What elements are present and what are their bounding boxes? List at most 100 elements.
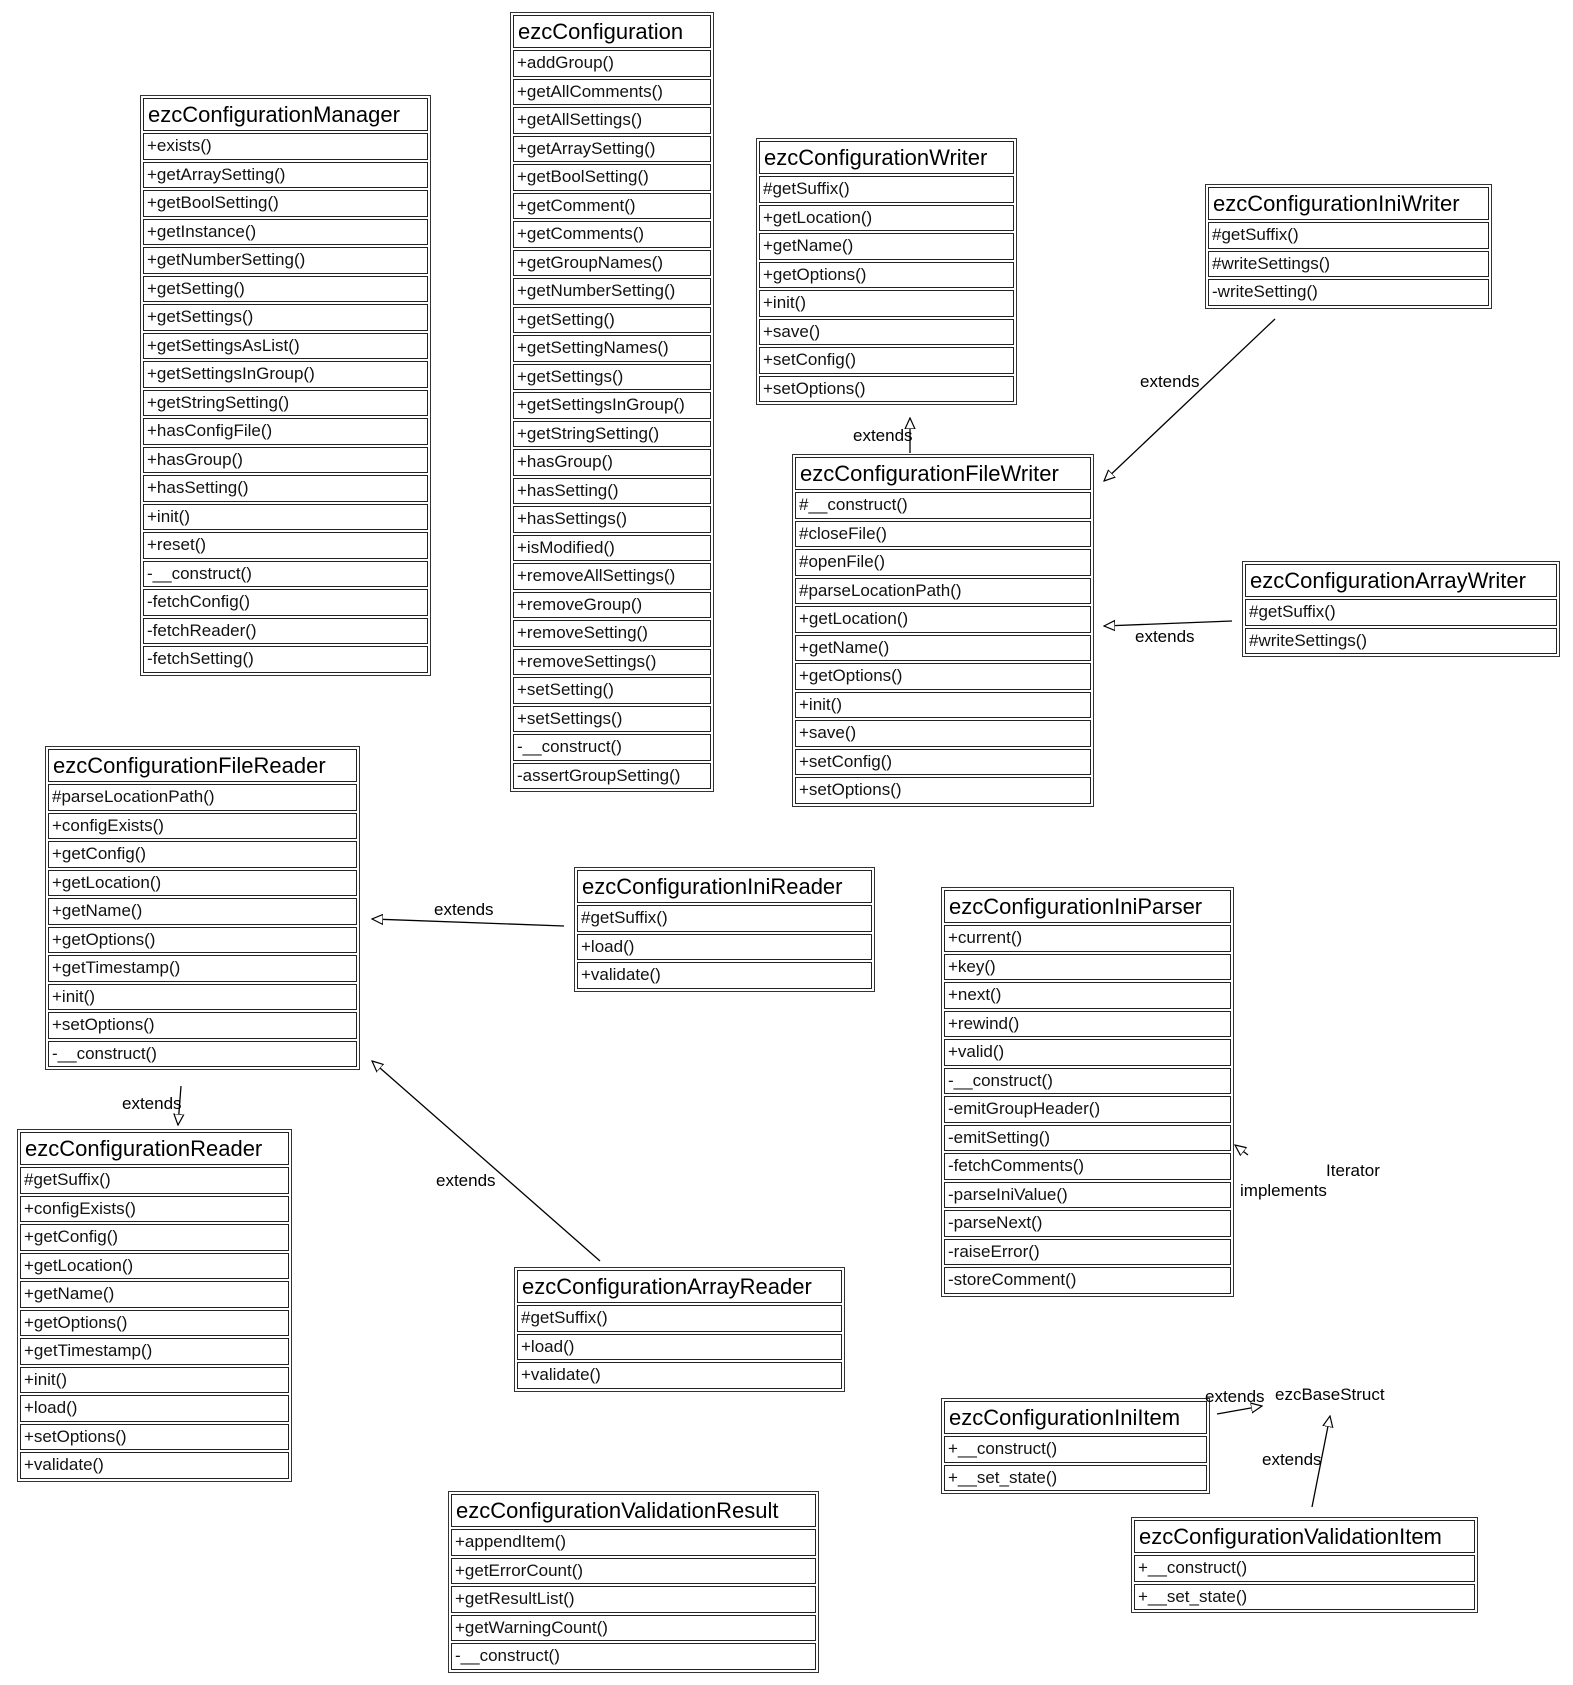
class-name: ezcConfigurationArrayReader bbox=[517, 1270, 842, 1303]
class-name: ezcConfigurationIniItem bbox=[944, 1401, 1207, 1434]
method: +setSettings() bbox=[513, 705, 711, 732]
method: +getSettingsInGroup() bbox=[143, 361, 428, 388]
relation-arrow bbox=[1311, 1416, 1330, 1508]
class-arraywriter: ezcConfigurationArrayWriter#getSuffix()#… bbox=[1242, 561, 1560, 657]
method: #getSuffix() bbox=[517, 1305, 842, 1332]
method: +getName() bbox=[759, 233, 1014, 260]
method: +isModified() bbox=[513, 534, 711, 561]
method: +getNumberSetting() bbox=[143, 247, 428, 274]
method: +hasGroup() bbox=[513, 449, 711, 476]
method: +getAllSettings() bbox=[513, 107, 711, 134]
class-validationitem: ezcConfigurationValidationItem+__constru… bbox=[1131, 1517, 1478, 1613]
class-name: ezcConfigurationArrayWriter bbox=[1245, 564, 1557, 597]
class-writer: ezcConfigurationWriter#getSuffix()+getLo… bbox=[756, 138, 1017, 405]
method: +getSettingsInGroup() bbox=[513, 392, 711, 419]
method: +getComments() bbox=[513, 221, 711, 248]
method: +getOptions() bbox=[759, 261, 1014, 288]
method: +getSettings() bbox=[513, 363, 711, 390]
class-manager: ezcConfigurationManager+exists()+getArra… bbox=[140, 95, 431, 676]
method: -emitGroupHeader() bbox=[944, 1096, 1231, 1123]
method: +getName() bbox=[48, 898, 357, 925]
method: +getResultList() bbox=[451, 1586, 816, 1613]
method: -__construct() bbox=[513, 734, 711, 761]
class-name: ezcConfigurationManager bbox=[143, 98, 428, 131]
method: +getBoolSetting() bbox=[143, 190, 428, 217]
method: +setOptions() bbox=[795, 777, 1091, 804]
relation-arrow bbox=[372, 919, 565, 927]
method: +__set_state() bbox=[944, 1464, 1207, 1491]
relation-label: extends bbox=[434, 900, 494, 919]
method: +load() bbox=[517, 1333, 842, 1360]
method: -parseIniValue() bbox=[944, 1181, 1231, 1208]
method: +validate() bbox=[577, 962, 872, 989]
class-name: ezcConfiguration bbox=[513, 15, 711, 48]
method: +getStringSetting() bbox=[513, 420, 711, 447]
method: +configExists() bbox=[48, 812, 357, 839]
method: +__construct() bbox=[1134, 1555, 1475, 1582]
relation-arrow bbox=[372, 1061, 601, 1262]
class-inititem: ezcConfigurationIniItem+__construct()+__… bbox=[941, 1398, 1210, 1494]
method: +exists() bbox=[143, 133, 428, 160]
relation-label: implements bbox=[1240, 1181, 1327, 1200]
method: +hasSetting() bbox=[143, 475, 428, 502]
method: #getSuffix() bbox=[20, 1167, 289, 1194]
method: #getSuffix() bbox=[577, 905, 872, 932]
method: -emitSetting() bbox=[944, 1124, 1231, 1151]
method: +getName() bbox=[795, 634, 1091, 661]
method: +init() bbox=[48, 983, 357, 1010]
method: +getInstance() bbox=[143, 218, 428, 245]
class-name: ezcConfigurationIniWriter bbox=[1208, 187, 1489, 220]
class-name: ezcConfigurationIniReader bbox=[577, 870, 872, 903]
relation-arrow bbox=[1104, 621, 1233, 626]
method: +getGroupNames() bbox=[513, 249, 711, 276]
relation-label: extends bbox=[1205, 1387, 1265, 1406]
method: #getSuffix() bbox=[759, 176, 1014, 203]
method: +removeSettings() bbox=[513, 648, 711, 675]
method: +getSettings() bbox=[143, 304, 428, 331]
method: +getLocation() bbox=[20, 1252, 289, 1279]
method: -fetchReader() bbox=[143, 617, 428, 644]
method: +getArraySetting() bbox=[513, 135, 711, 162]
method: +getAllComments() bbox=[513, 78, 711, 105]
method: +__construct() bbox=[944, 1436, 1207, 1463]
method: +setOptions() bbox=[20, 1423, 289, 1450]
method: -writeSetting() bbox=[1208, 279, 1489, 306]
method: +getOptions() bbox=[795, 663, 1091, 690]
method: +getName() bbox=[20, 1281, 289, 1308]
method: +removeAllSettings() bbox=[513, 563, 711, 590]
relation-label: extends bbox=[1140, 372, 1200, 391]
method: +setOptions() bbox=[759, 375, 1014, 402]
class-name: ezcConfigurationReader bbox=[20, 1132, 289, 1165]
method: -fetchSetting() bbox=[143, 646, 428, 673]
method: +reset() bbox=[143, 532, 428, 559]
method: +getSetting() bbox=[143, 275, 428, 302]
relation-label: extends bbox=[1135, 627, 1195, 646]
method: #writeSettings() bbox=[1245, 627, 1557, 654]
method: +setSetting() bbox=[513, 677, 711, 704]
method: +init() bbox=[759, 290, 1014, 317]
method: +getWarningCount() bbox=[451, 1614, 816, 1641]
method: -__construct() bbox=[451, 1643, 816, 1670]
method: +getLocation() bbox=[48, 869, 357, 896]
method: +getTimestamp() bbox=[48, 955, 357, 982]
class-arrayreader: ezcConfigurationArrayReader#getSuffix()+… bbox=[514, 1267, 845, 1392]
method: +getNumberSetting() bbox=[513, 278, 711, 305]
method: +hasConfigFile() bbox=[143, 418, 428, 445]
method: +appendItem() bbox=[451, 1529, 816, 1556]
method: +removeGroup() bbox=[513, 591, 711, 618]
method: +setOptions() bbox=[48, 1012, 357, 1039]
relation-label: extends bbox=[853, 426, 913, 445]
method: #__construct() bbox=[795, 492, 1091, 519]
method: +getLocation() bbox=[795, 606, 1091, 633]
method: #parseLocationPath() bbox=[795, 577, 1091, 604]
method: +key() bbox=[944, 953, 1231, 980]
method: #openFile() bbox=[795, 549, 1091, 576]
relation-label: extends bbox=[122, 1094, 182, 1113]
method: +hasSetting() bbox=[513, 477, 711, 504]
method: +getErrorCount() bbox=[451, 1557, 816, 1584]
method: +setConfig() bbox=[759, 347, 1014, 374]
class-filereader: ezcConfigurationFileReader#parseLocation… bbox=[45, 746, 360, 1070]
method: #getSuffix() bbox=[1245, 599, 1557, 626]
method: +removeSetting() bbox=[513, 620, 711, 647]
method: +rewind() bbox=[944, 1010, 1231, 1037]
